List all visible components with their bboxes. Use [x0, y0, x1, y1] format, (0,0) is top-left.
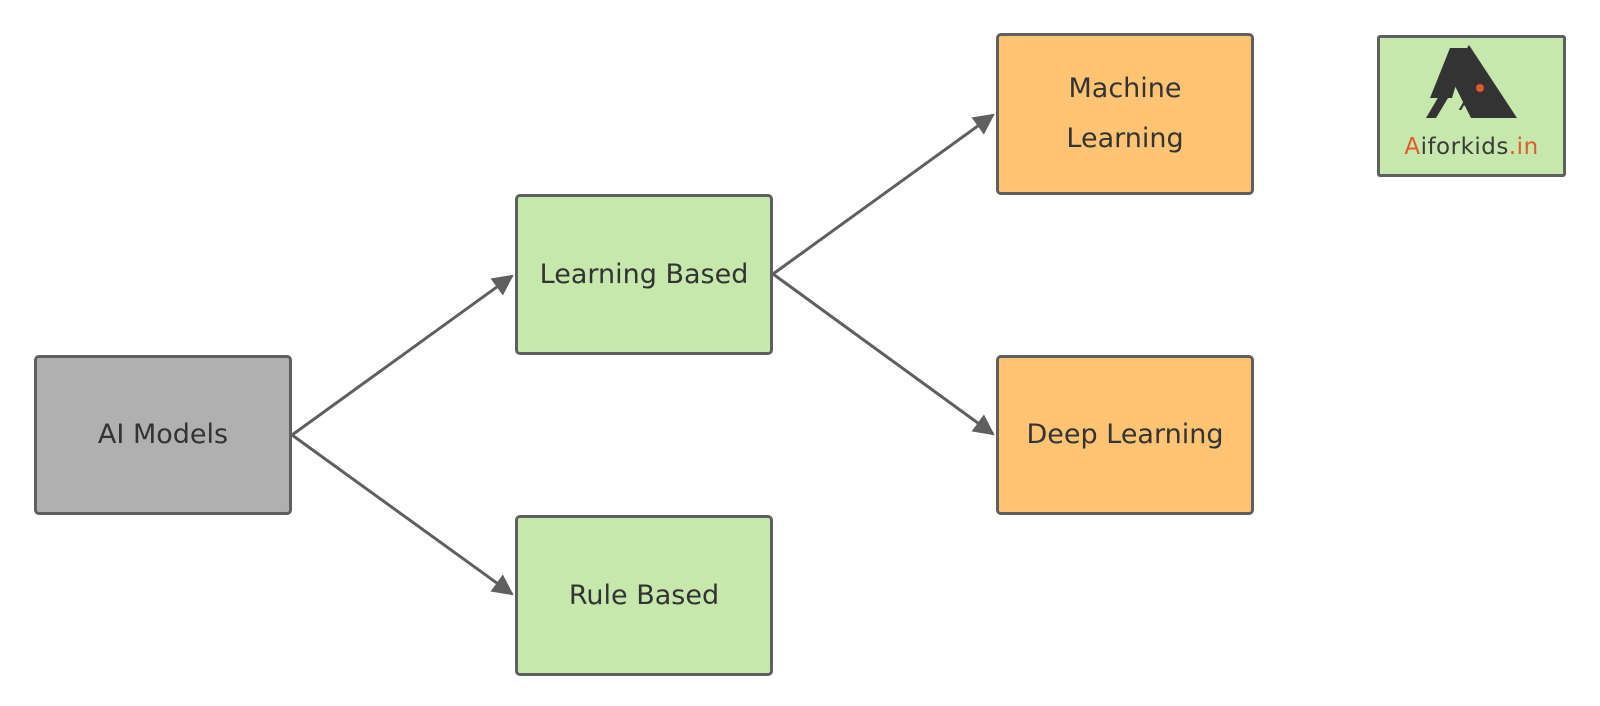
node-deep-learning-label: Deep Learning: [1026, 419, 1224, 450]
logo-wordmark-main: iforkids: [1420, 134, 1509, 160]
triangle-logo-icon: Ai: [1426, 45, 1517, 118]
edge-learning-based-to-deep-learning: [772, 272, 995, 436]
edge-ai-models-to-rule-based: [291, 433, 514, 596]
logo-mark-text: Ai: [1458, 88, 1483, 116]
node-machine-learning: Machine Learning: [996, 33, 1254, 195]
aiforkids-logo: Ai Aiforkids.in: [1377, 35, 1566, 177]
edge-learning-based-to-machine-learning: [772, 113, 995, 276]
logo-wordmark: Aiforkids.in: [1380, 134, 1563, 160]
node-learning-based: Learning Based: [515, 194, 773, 355]
edge-ai-models-to-learning-based: [291, 274, 514, 437]
node-rule-based-label: Rule Based: [568, 579, 720, 611]
logo-wordmark-accent: A: [1404, 134, 1421, 160]
node-ai-models: AI Models: [34, 355, 292, 515]
node-rule-based: Rule Based: [515, 515, 773, 676]
node-learning-based-label: Learning Based: [539, 258, 749, 290]
node-machine-learning-label: Machine Learning: [1066, 73, 1184, 154]
node-deep-learning: Deep Learning: [996, 355, 1254, 515]
logo-wordmark-suffix: .in: [1508, 134, 1539, 160]
node-ai-models-label: AI Models: [97, 419, 229, 450]
